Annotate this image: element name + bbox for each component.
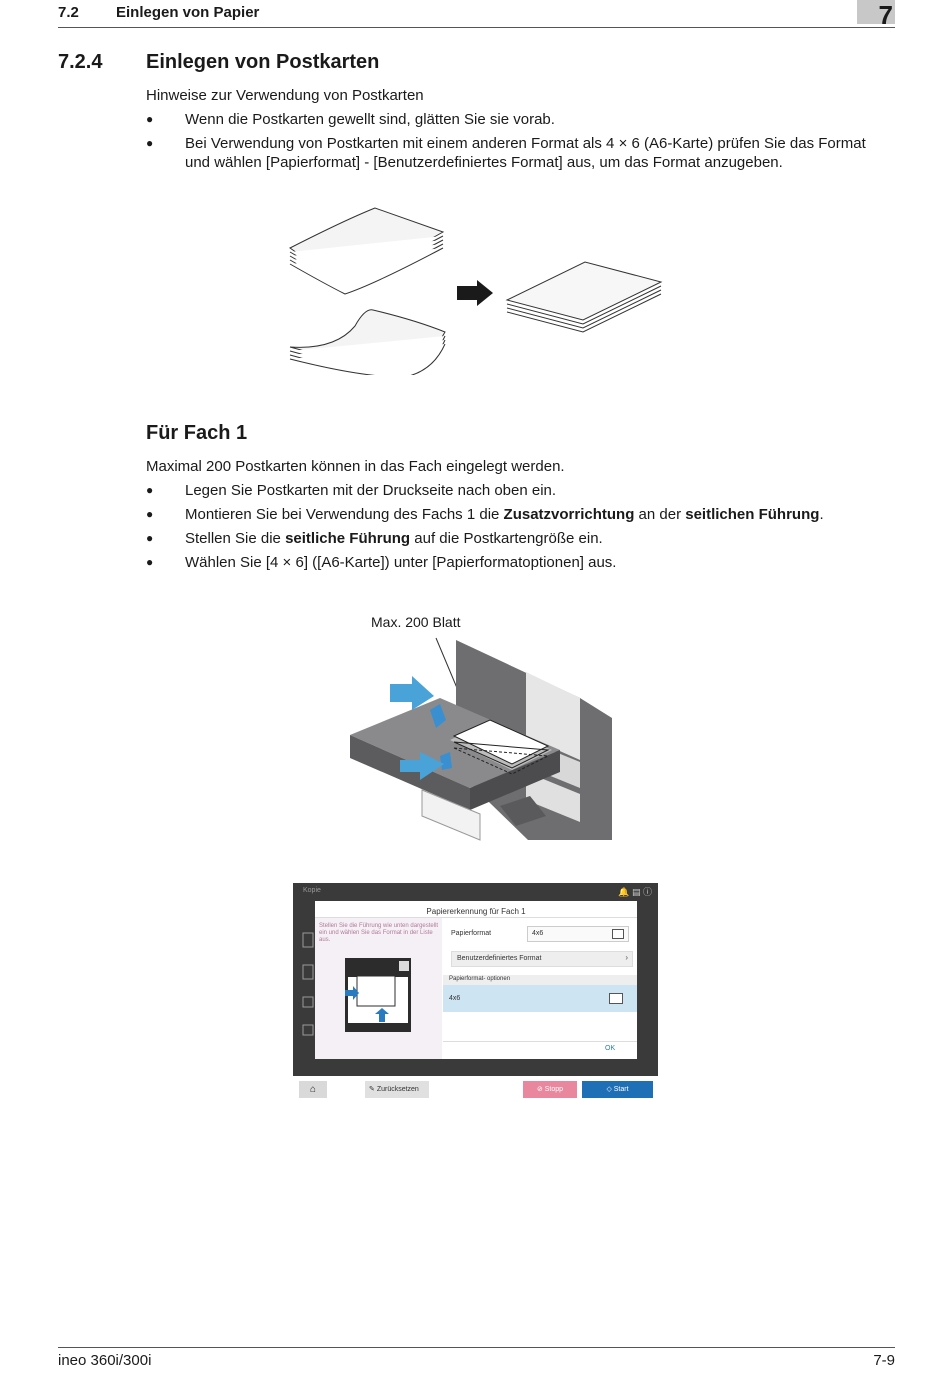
device-icon[interactable]: ▤ (631, 887, 641, 897)
paper-format-label: Papierformat (451, 930, 492, 937)
side-menu (301, 905, 315, 1055)
bullet-text: Bei Verwendung von Postkarten mit einem … (185, 135, 866, 171)
home-button[interactable]: ⌂ (299, 1081, 327, 1098)
guide-position-illustration (345, 958, 411, 1032)
notification-icons: 🔔 ▤ ⓘ (618, 885, 652, 898)
bold-term: seitliche Führung (285, 530, 411, 547)
chapter-tab (857, 0, 895, 24)
stop-label: Stopp (544, 1086, 564, 1093)
start-icon: ◇ (606, 1086, 614, 1093)
bold-term: Zusatzvorrichtung (503, 506, 635, 523)
bell-icon[interactable]: 🔔 (618, 887, 630, 897)
card-icon (612, 929, 624, 939)
postcard-flatten-illustration (289, 207, 663, 375)
paper-format-value: 4x6 (532, 930, 544, 937)
header-rule (58, 27, 895, 28)
max-sheets-callout: Max. 200 Blatt (371, 614, 461, 630)
dialog-footer-divider (443, 1041, 637, 1042)
chevron-right-icon: › (625, 953, 628, 962)
format-option-4x6[interactable]: 4x6 (443, 985, 637, 1012)
chapter-number: 7 (878, 0, 893, 30)
reset-button[interactable]: ✎ Zurücksetzen (365, 1081, 429, 1098)
bullet-dot: ● (146, 531, 154, 545)
format-options-label: Papierformat- optionen (449, 976, 511, 982)
page-number: 7-9 (873, 1352, 895, 1369)
bullet-text: Montieren Sie bei Verwendung des Fachs 1… (185, 506, 824, 523)
instruction-panel: Stellen Sie die Führung wie unten darges… (315, 918, 442, 1059)
section-intro: Hinweise zur Verwendung von Postkarten (146, 87, 424, 104)
bullet-text: Stellen Sie die seitliche Führung auf di… (185, 530, 603, 547)
custom-format-button[interactable]: Benutzerdefiniertes Format › (451, 951, 633, 967)
bullet-text: Wenn die Postkarten gewellt sind, glätte… (185, 111, 555, 128)
bullet-text: Legen Sie Postkarten mit der Druckseite … (185, 482, 557, 499)
tray-loading-illustration (350, 637, 612, 841)
home-icon: ⌂ (309, 1084, 317, 1095)
paper-detection-dialog: Papiererkennung für Fach 1 Stellen Sie d… (315, 901, 637, 1059)
bullet-dot: ● (146, 136, 154, 150)
bullet-text: Wählen Sie [4 × 6] ([A6-Karte]) unter [P… (185, 554, 617, 571)
reset-label: Zurücksetzen (376, 1086, 419, 1093)
bullet-dot: ● (146, 112, 154, 126)
header-section-number: 7.2 (58, 4, 79, 21)
side-menu-icons (302, 932, 314, 1036)
footer-model: ineo 360i/300i (58, 1352, 152, 1369)
pencil-icon: ✎ (369, 1086, 377, 1093)
info-icon[interactable]: ⓘ (642, 887, 652, 897)
control-panel-screen: Kopie 🔔 ▤ ⓘ Papiererkennung für Fach 1 S… (293, 883, 658, 1076)
footer-rule (58, 1347, 895, 1348)
format-options-header: Papierformat- optionen (443, 975, 637, 985)
bold-term: seitlichen Führung (685, 506, 820, 523)
dialog-title: Papiererkennung für Fach 1 (426, 907, 526, 916)
header-section-title: Einlegen von Papier (116, 4, 260, 21)
section-number: 7.2.4 (58, 51, 103, 73)
start-button[interactable]: ◇ Start (582, 1081, 653, 1098)
paper-format-field[interactable]: 4x6 (527, 926, 629, 942)
bullet-dot: ● (146, 483, 154, 497)
stop-button[interactable]: ⊘ Stopp (523, 1081, 577, 1098)
ok-button[interactable]: OK (605, 1045, 616, 1052)
stop-icon: ⊘ (536, 1086, 545, 1093)
bullet-dot: ● (146, 507, 154, 521)
tray1-intro: Maximal 200 Postkarten können in das Fac… (146, 458, 565, 475)
format-option-label: 4x6 (449, 995, 461, 1002)
dialog-divider (315, 917, 637, 918)
bullet-dot: ● (146, 555, 154, 569)
custom-format-label: Benutzerdefiniertes Format (457, 955, 542, 962)
section-title: Einlegen von Postkarten (146, 51, 380, 73)
card-icon (609, 993, 623, 1004)
window-title: Kopie (303, 887, 321, 894)
tray1-title: Für Fach 1 (146, 422, 248, 444)
start-label: Start (613, 1086, 629, 1093)
instruction-text: Stellen Sie die Führung wie unten darges… (319, 923, 439, 943)
